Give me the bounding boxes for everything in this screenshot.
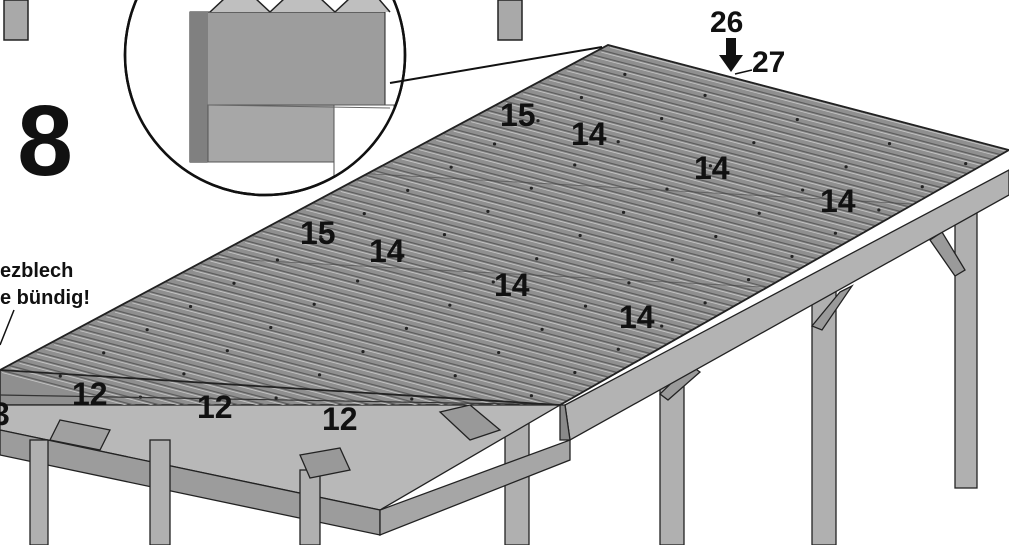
detail-leader-line xyxy=(389,46,603,84)
detail-magnifier xyxy=(123,0,407,197)
callout-14-c: 14 xyxy=(820,183,856,219)
leader-27 xyxy=(734,69,753,75)
step-number: 8 xyxy=(17,85,73,197)
callout-14-d: 14 xyxy=(369,233,405,269)
callout-27: 27 xyxy=(752,46,785,79)
callout-14-a: 14 xyxy=(571,116,607,152)
top-post-left xyxy=(3,0,29,41)
callout-15-lower: 15 xyxy=(300,215,336,251)
note-line-1: ezblech xyxy=(0,260,73,282)
roof-outline xyxy=(0,44,1009,406)
callout-3: 3 xyxy=(0,396,10,432)
note-line-2: e bündig! xyxy=(0,287,90,309)
note-leader xyxy=(0,309,15,346)
roof-sheets xyxy=(0,45,1009,405)
callout-12-b: 12 xyxy=(197,389,233,425)
insert-arrow xyxy=(719,38,743,72)
callout-14-e: 14 xyxy=(494,267,530,303)
callout-12-c: 12 xyxy=(322,401,358,437)
callout-14-f: 14 xyxy=(619,299,655,335)
callout-26: 26 xyxy=(710,6,743,39)
top-post-right xyxy=(497,0,523,41)
callout-15-upper: 15 xyxy=(500,97,536,133)
callout-12-a: 12 xyxy=(72,376,108,412)
front-frame xyxy=(0,404,571,545)
callout-14-b: 14 xyxy=(694,150,730,186)
